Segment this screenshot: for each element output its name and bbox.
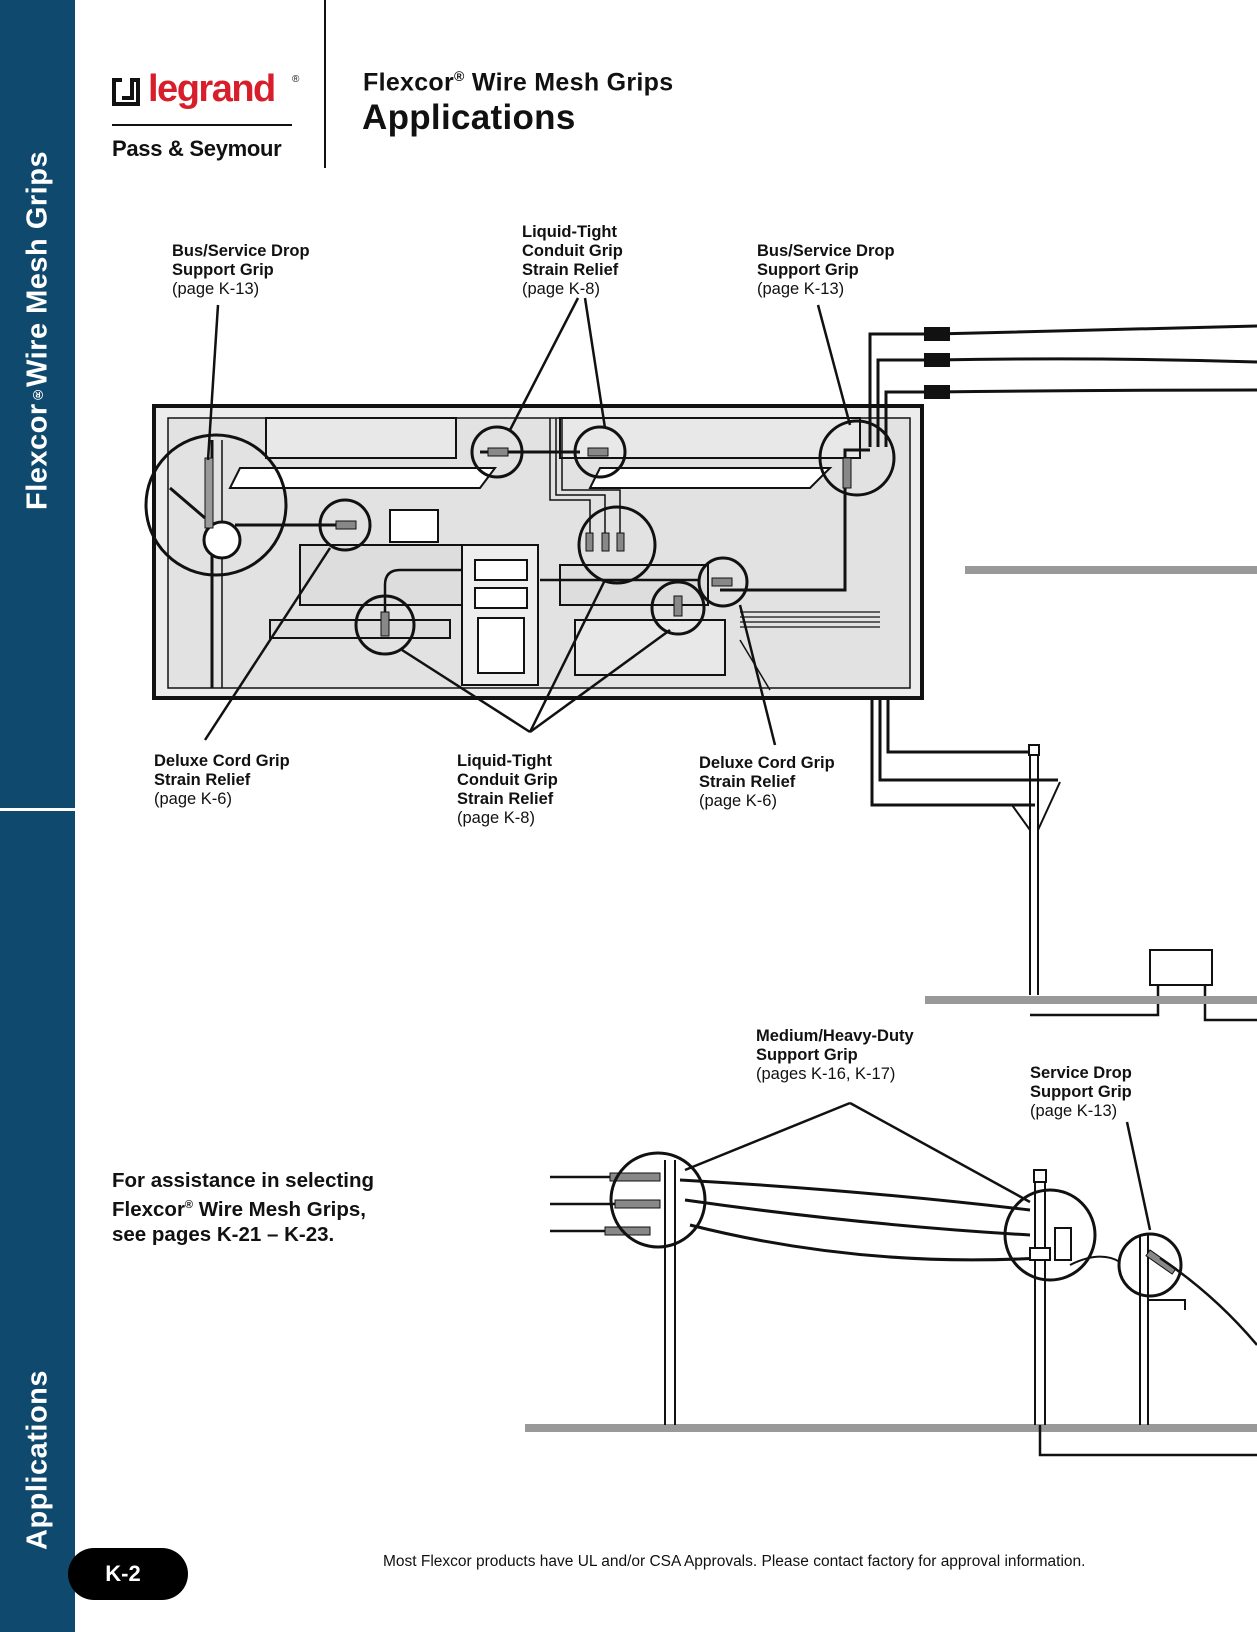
callout-service-drop: Service Drop Support Grip (page K-13) bbox=[1030, 1064, 1132, 1120]
logo-subtitle: Pass & Seymour bbox=[112, 136, 282, 161]
callout-bus-service-drop-left: Bus/Service Drop Support Grip (page K-13… bbox=[172, 242, 310, 298]
callout-liquid-tight-top: Liquid-Tight Conduit Grip Strain Relief … bbox=[522, 223, 623, 298]
legrand-mark-icon bbox=[112, 78, 140, 106]
assistance-note: For assistance in selecting Flexcor® Wir… bbox=[112, 1169, 375, 1246]
sidebar-divider bbox=[0, 808, 75, 811]
callout-deluxe-cord-left: Deluxe Cord Grip Strain Relief (page K-6… bbox=[154, 752, 290, 808]
callout-deluxe-cord-right: Deluxe Cord Grip Strain Relief (page K-6… bbox=[699, 754, 835, 810]
sidebar: Flexcor® Wire Mesh Grips Applications bbox=[0, 0, 75, 1632]
logo-wordmark: legrand bbox=[148, 68, 276, 110]
header-divider bbox=[324, 0, 326, 168]
legrand-logo: legrand ® Pass & Seymour bbox=[112, 68, 312, 172]
callout-liquid-tight-bottom: Liquid-Tight Conduit Grip Strain Relief … bbox=[457, 752, 558, 827]
callout-bus-service-drop-right: Bus/Service Drop Support Grip (page K-13… bbox=[757, 242, 895, 298]
page-subtitle: Flexcor® Wire Mesh Grips bbox=[363, 68, 674, 97]
page-title: Applications bbox=[362, 98, 576, 137]
callout-medium-heavy-duty: Medium/Heavy-Duty Support Grip (pages K-… bbox=[756, 1027, 914, 1083]
page-number: K-2 bbox=[68, 1548, 188, 1600]
footer-note: Most Flexcor products have UL and/or CSA… bbox=[383, 1553, 1086, 1570]
logo-registered: ® bbox=[292, 74, 300, 85]
logo-rule bbox=[112, 124, 292, 126]
